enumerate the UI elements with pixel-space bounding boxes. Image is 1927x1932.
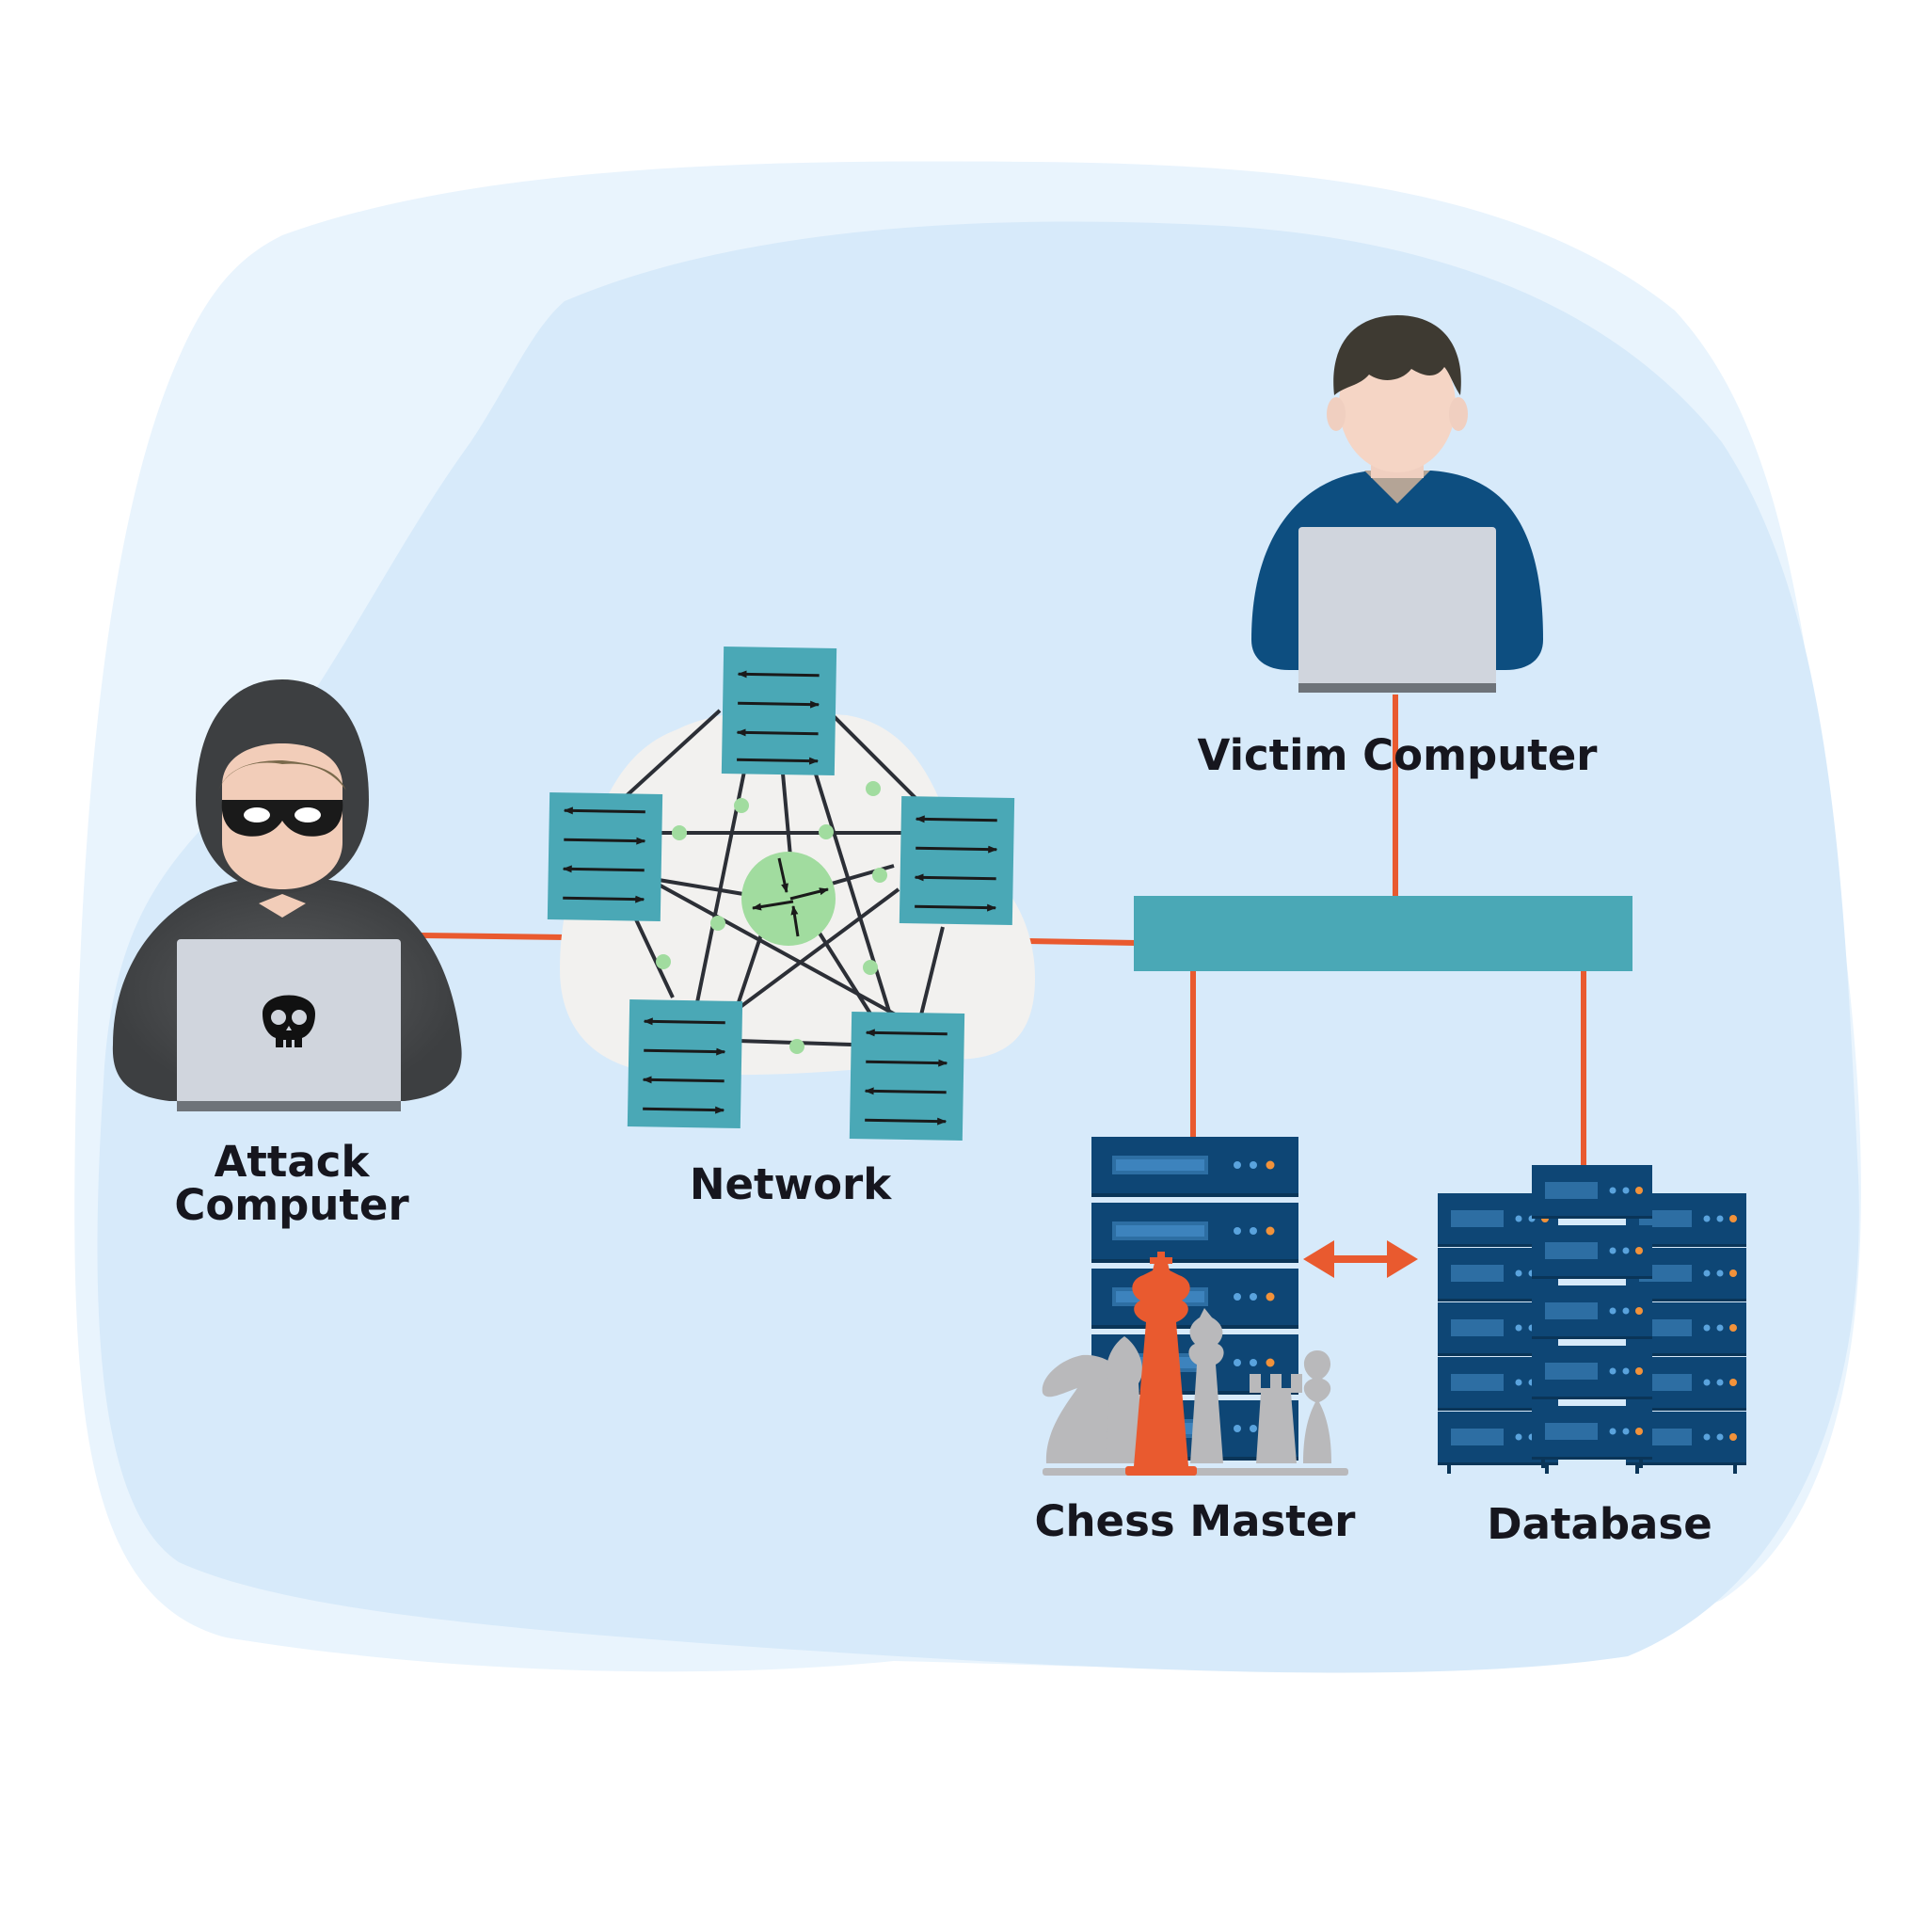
attack-label-line2: Computer xyxy=(174,1180,409,1230)
victim-computer-label: Victim Computer xyxy=(1197,730,1598,780)
skull-icon xyxy=(263,995,315,1047)
database-label: Database xyxy=(1487,1499,1712,1549)
database-server-icon xyxy=(1438,1165,1746,1474)
user-laptop-icon xyxy=(1251,315,1543,693)
attack-label-line1: Attack xyxy=(214,1137,370,1187)
network-switch-icon xyxy=(1134,896,1632,971)
network-mesh-icon xyxy=(547,646,1035,1142)
attack-computer-label: Attack Computer xyxy=(151,1141,433,1227)
connection-lines xyxy=(421,695,1586,1167)
chess-master-label: Chess Master xyxy=(1034,1496,1356,1546)
chess-pieces-icon xyxy=(1042,1252,1348,1476)
bidirectional-arrow-icon xyxy=(1303,1240,1418,1278)
network-label: Network xyxy=(689,1159,892,1209)
